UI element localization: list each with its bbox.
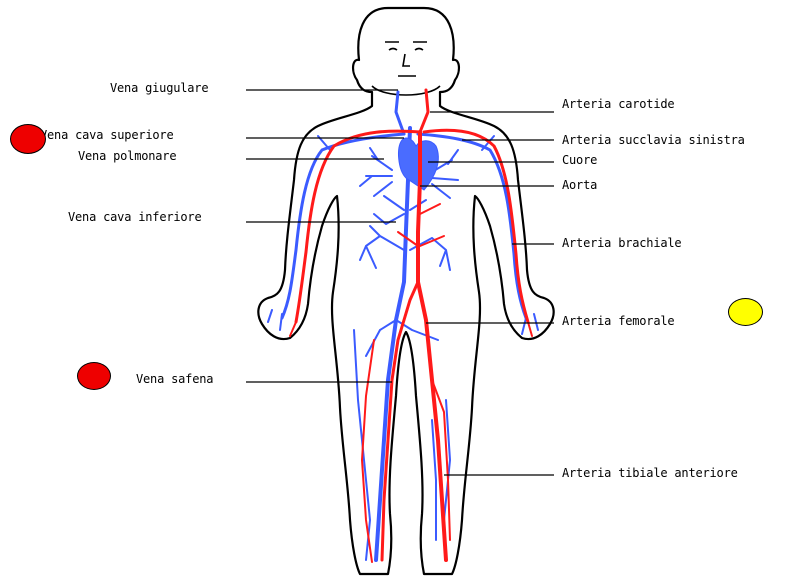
label-vena-polmonare: Vena polmonare [78,149,176,163]
label-aorta: Aorta [562,178,597,192]
marker-vena-safena[interactable] [77,362,111,390]
label-vena-giugulare: Vena giugulare [110,81,208,95]
body-outline [258,8,553,574]
label-vena-cava-inferiore: Vena cava inferiore [68,210,201,224]
label-arteria-succlavia-sinistra: Arteria succlavia sinistra [562,133,745,147]
marker-vena-cava-superiore[interactable] [10,124,46,154]
label-arteria-tibiale-anteriore: Arteria tibiale anteriore [562,466,738,480]
label-vena-safena: Vena safena [136,372,213,386]
label-cuore: Cuore [562,153,597,167]
marker-arteria-femorale[interactable] [728,298,763,326]
label-vena-cava-superiore: Vena cava superiore [40,128,173,142]
label-arteria-carotide: Arteria carotide [562,97,674,111]
label-arteria-femorale: Arteria femorale [562,314,674,328]
label-arteria-brachiale: Arteria brachiale [562,236,681,250]
